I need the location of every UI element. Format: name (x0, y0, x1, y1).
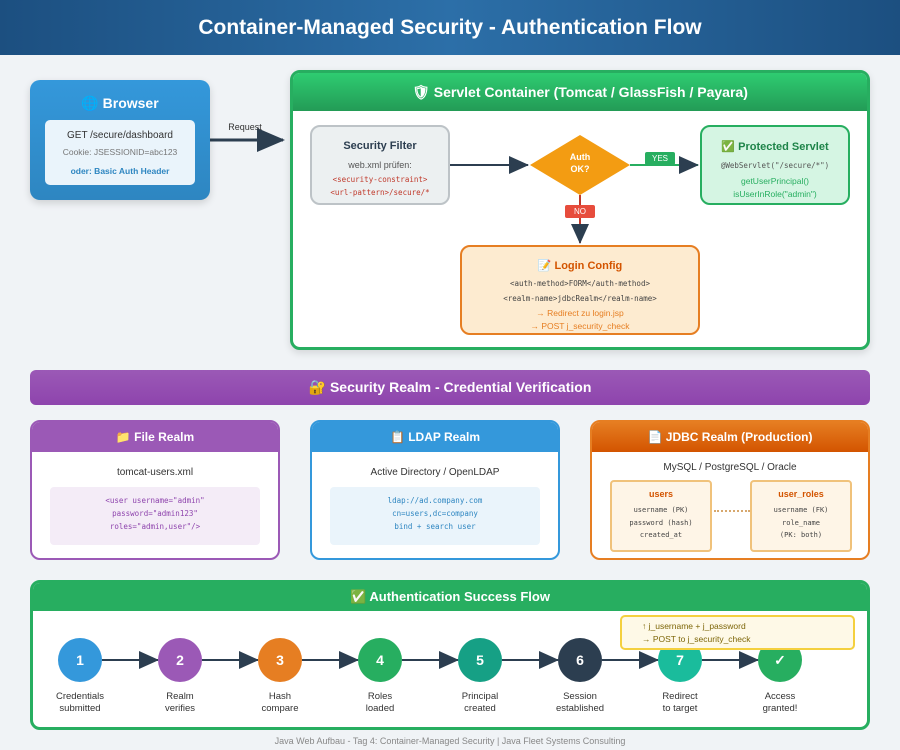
ldap-realm-box: 📋 LDAP Realm Active Directory / OpenLDAP… (310, 420, 560, 560)
note-line-2: → POST to j_security_check (642, 634, 751, 644)
jdbc-realm-subtitle: MySQL / PostgreSQL / Oracle (663, 462, 797, 473)
login-line-3: → Redirect zu login.jsp (536, 308, 624, 318)
servlet-title: ✅ Protected Servlet (721, 141, 829, 153)
browser-cookie: Cookie: JSESSIONID=abc123 (62, 147, 178, 157)
footer: Java Web Aufbau - Tag 4: Container-Manag… (274, 736, 626, 746)
ldap-realm-code-3: bind + search user (394, 522, 476, 531)
login-config-box: 📝 Login Config <auth-method>FORM</auth-m… (460, 245, 700, 335)
browser-title: 🌐 Browser (81, 95, 159, 111)
file-realm-code-2: password="admin123" (112, 509, 198, 518)
user-roles-table: user_roles username (FK)role_name(PK: bo… (750, 480, 852, 552)
servlet-line-1: getUserPrincipal() (740, 176, 810, 186)
security-filter-box: Security Filter web.xml prüfen: <securit… (310, 125, 450, 205)
step-circle: 4 (358, 638, 402, 682)
success-flow-title: ✅ Authentication Success Flow (33, 583, 867, 611)
filter-code-2: <url-pattern>/secure/* (330, 188, 430, 197)
step-circle: 2 (158, 638, 202, 682)
browser-request: GET /secure/dashboard (67, 130, 173, 141)
servlet-annotation: @WebServlet("/secure/*") (720, 161, 830, 170)
browser-box: 🌐 Browser GET /secure/dashboard Cookie: … (30, 80, 210, 200)
users-table: users username (PK)password (hash)create… (610, 480, 712, 552)
no-badge: NO (565, 205, 595, 218)
filter-title: Security Filter (343, 140, 417, 152)
user-roles-table-name: user_roles (778, 489, 824, 499)
step-circle: 1 (58, 638, 102, 682)
servlet-line-2: isUserInRole("admin") (733, 189, 817, 199)
step-circle: 6 (558, 638, 602, 682)
file-realm-code-3: roles="admin,user"/> (109, 522, 201, 531)
step-circle: 3 (258, 638, 302, 682)
auth-decision-diamond (530, 135, 630, 195)
jdbc-realm-box: 📄 JDBC Realm (Production) MySQL / Postgr… (590, 420, 870, 560)
users-table-name: users (648, 489, 674, 499)
ldap-realm-code-1: ldap://ad.company.com (387, 496, 483, 505)
file-realm-subtitle: tomcat-users.xml (116, 467, 194, 478)
file-realm-box: 📁 File Realm tomcat-users.xml <user user… (30, 420, 280, 560)
request-label: Request (228, 122, 262, 132)
ldap-realm-code-2: cn=users,dc=company (392, 509, 478, 518)
file-realm-title: 📁 File Realm (32, 422, 278, 452)
protected-servlet-box: ✅ Protected Servlet @WebServlet("/secure… (700, 125, 850, 205)
file-realm-code-1: <user username="admin" (105, 496, 205, 505)
browser-alt: oder: Basic Auth Header (70, 166, 170, 176)
yes-badge: YES (645, 152, 675, 165)
page-title: Container-Managed Security - Authenticat… (0, 0, 900, 55)
ldap-realm-subtitle: Active Directory / OpenLDAP (370, 467, 500, 478)
step-circle: 5 (458, 638, 502, 682)
login-code-2: <realm-name>jdbcRealm</realm-name> (503, 294, 657, 303)
container-title: 🛡 Servlet Container (Tomcat / GlassFish … (293, 73, 867, 111)
security-realm-bar: 🔐 Security Realm - Credential Verificati… (30, 370, 870, 405)
table-relation-line (714, 510, 750, 512)
login-line-4: → POST j_security_check (530, 321, 630, 331)
ldap-realm-title: 📋 LDAP Realm (312, 422, 558, 452)
credentials-note: ↑ j_username + j_password → POST to j_se… (620, 615, 855, 650)
login-title: 📝 Login Config (537, 260, 623, 272)
note-line-1: ↑ j_username + j_password (642, 621, 746, 631)
jdbc-realm-title: 📄 JDBC Realm (Production) (592, 422, 868, 452)
filter-code-1: <security-constraint> (332, 175, 428, 184)
login-code-1: <auth-method>FORM</auth-method> (510, 279, 650, 288)
filter-subtitle: web.xml prüfen: (348, 160, 412, 170)
